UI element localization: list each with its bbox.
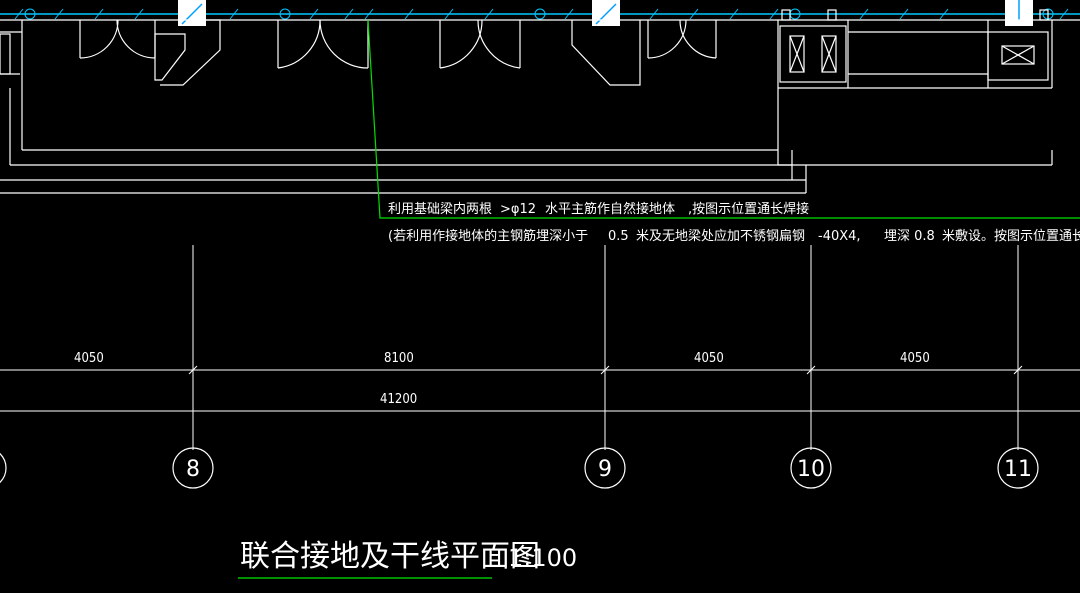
note2-part-c: 米及无地梁处应加不锈钢扁钢 <box>636 228 805 244</box>
axis-label-10: 10 <box>797 457 825 482</box>
dimension-4050-a: 4050 <box>74 351 104 366</box>
axis-bubble-9[interactable]: 9 <box>584 447 626 489</box>
note2-part-d: -40X4, <box>818 229 861 244</box>
doors <box>79 19 717 86</box>
building-outline <box>0 19 1080 194</box>
dimension-4050-b: 4050 <box>694 351 724 366</box>
drawing-scale: 1:100 <box>508 544 577 572</box>
note-leader-line <box>367 19 1080 219</box>
dimension-lines <box>0 245 1080 450</box>
drawing-title: 联合接地及干线平面图 <box>240 539 540 574</box>
axis-bubble-8[interactable]: 8 <box>172 447 214 489</box>
axis-label-9: 9 <box>598 457 612 482</box>
equipment-boxes <box>779 9 1049 83</box>
axis-label-8: 8 <box>186 457 200 482</box>
dimension-8100: 8100 <box>384 351 414 366</box>
note1-part-c: 水平主筋作自然接地体 <box>545 201 675 217</box>
note1-part-b: >φ12 <box>500 202 536 217</box>
column-box-9 <box>592 0 620 26</box>
axis-bubble-10[interactable]: 10 <box>790 447 832 489</box>
note-text-line1: 利用基础梁内两根 >φ12 水平主筋作自然接地体 ,按图示位置通长焊接 <box>388 201 809 217</box>
axis-bubble-partial <box>0 452 7 484</box>
dimension-total-41200: 41200 <box>380 392 417 407</box>
dimension-4050-c: 4050 <box>900 351 930 366</box>
note2-part-f: 米敷设。按图示位置通长焊接 <box>942 228 1080 244</box>
note2-part-e: 埋深 0.8 <box>884 229 935 244</box>
column-box-8 <box>178 0 206 26</box>
note-text-line2: (若利用作接地体的主钢筋埋深小于 0.5 米及无地梁处应加不锈钢扁钢 -40X4… <box>388 228 1080 244</box>
column-box-11 <box>1005 0 1033 26</box>
note2-part-a: (若利用作接地体的主钢筋埋深小于 <box>388 228 588 244</box>
note1-part-d: ,按图示位置通长焊接 <box>688 201 809 217</box>
axis-bubble-11[interactable]: 11 <box>997 447 1039 489</box>
note2-part-b: 0.5 <box>608 229 629 244</box>
note1-part-a: 利用基础梁内两根 <box>388 201 492 217</box>
axis-label-11: 11 <box>1004 457 1032 482</box>
top-grounding-conductor <box>0 8 1080 20</box>
